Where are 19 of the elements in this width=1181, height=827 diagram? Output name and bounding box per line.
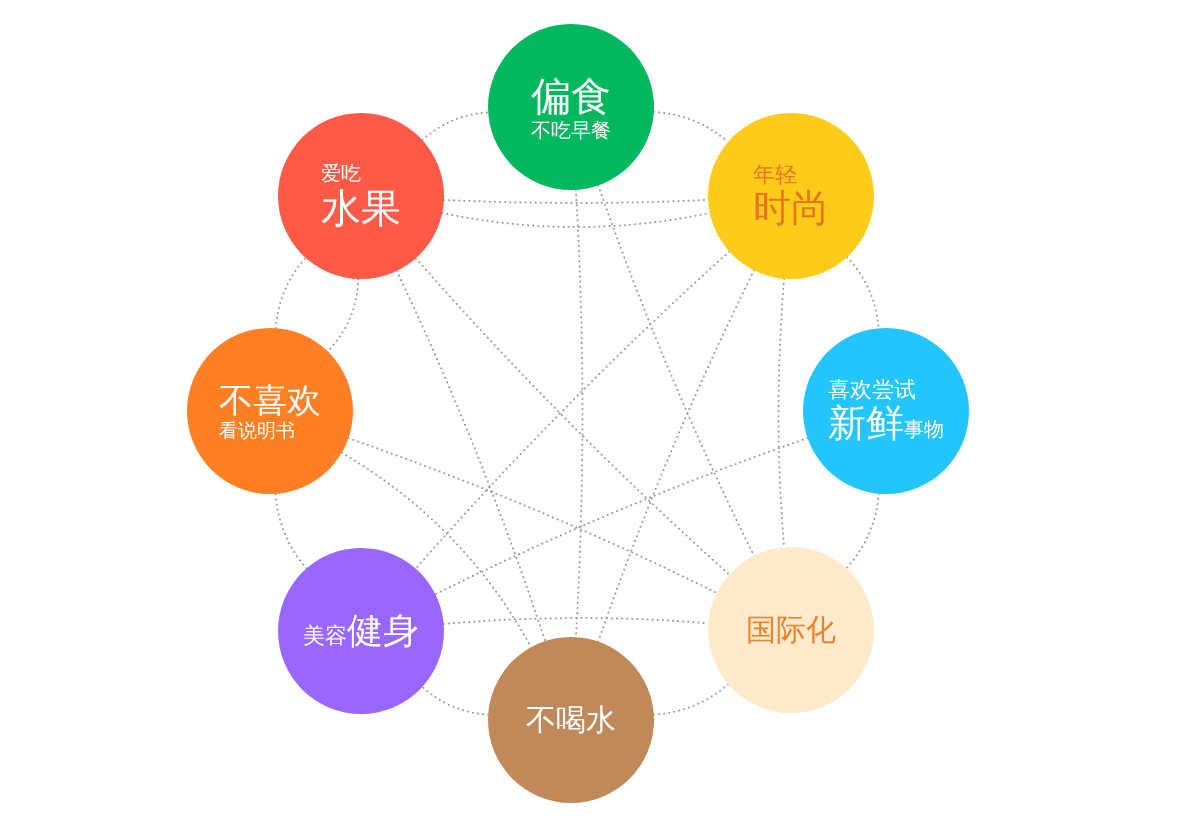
circle-text: 新鲜 <box>828 401 904 446</box>
dotted-line <box>326 278 360 353</box>
circle-text: 美容 <box>303 623 347 649</box>
circle-text: 看说明书 <box>219 419 295 442</box>
dotted-line <box>845 492 880 570</box>
circle-text: 爱吃 <box>321 161 361 185</box>
dotted-line <box>274 256 307 330</box>
circle-text: 年轻 <box>753 161 797 187</box>
circle-text: 不喝水 <box>526 702 616 738</box>
circle-text: 国际化 <box>746 612 836 648</box>
circle-text: 健身 <box>347 610 419 652</box>
circle-text: 水果 <box>321 184 401 231</box>
circle-text: 不吃早餐 <box>531 118 611 142</box>
circle-text: 喜欢尝试 <box>828 376 916 402</box>
circle-text: 偏食 <box>531 72 611 119</box>
circle-text: 事物 <box>904 417 944 441</box>
circle-text: 时尚 <box>753 186 829 231</box>
dotted-line <box>274 492 308 570</box>
circle-text: 不喜欢 <box>219 380 321 420</box>
